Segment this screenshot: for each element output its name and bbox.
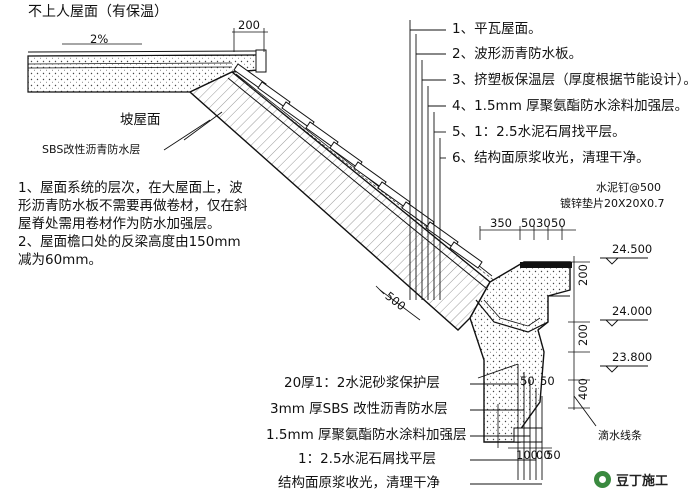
layer-top-1: 1、平瓦屋面。 [452, 21, 542, 37]
watermark: 豆丁施工 [594, 470, 668, 489]
dim-slope-percent: 2% [90, 32, 109, 46]
dim-v400: 400 [576, 378, 590, 400]
leader-lines [163, 20, 597, 485]
dimension-lines [62, 28, 590, 449]
dim-b100: 100 [516, 448, 538, 462]
dim-v200b: 200 [576, 324, 590, 346]
dim-b00: 00 [536, 448, 551, 462]
layer-top-4: 4、1.5mm 厚聚氨酯防水涂料加强层。 [452, 98, 688, 114]
note-line-2: 形沥青防水板不需要再做卷材，仅在斜 [18, 198, 248, 214]
layer-top-3: 3、挤塑板保温层（厚度根据节能设计）。 [452, 72, 688, 88]
layer-bottom-3: 1.5mm 厚聚氨酯防水涂料加强层 [266, 427, 467, 443]
note-line-1: 1、屋面系统的层次，在大屋面上，波 [18, 180, 243, 196]
dim-b50: 50 [546, 448, 561, 462]
label-cement-nail: 水泥钉@500 [596, 181, 661, 194]
note-line-3: 屋脊处需用卷材作为防水加强层。 [18, 216, 221, 232]
dim-eave-200: 200 [238, 18, 260, 32]
drawing-title: 不上人屋面（有保温） [28, 4, 168, 20]
dim-50a: 50 [521, 216, 536, 230]
dim-v50b: 50 [520, 374, 535, 388]
note-line-5: 减为60mm。 [18, 252, 102, 268]
elevation-markers [600, 257, 648, 373]
label-drip-line: 滴水线条 [598, 429, 642, 442]
layer-bottom-5: 结构面原浆收光，清理干净 [278, 475, 440, 491]
dim-50b: 50 [551, 216, 566, 230]
elevation-24500: 24.500 [612, 242, 653, 256]
dim-v200a: 200 [576, 264, 590, 286]
label-washer: 镀锌垫片20X20X0.7 [560, 197, 665, 210]
label-sbs-roll: SBS改性沥青防水层 [42, 143, 141, 156]
layer-top-6: 6、结构面原浆收光，清理干净。 [452, 150, 650, 166]
label-slope-roof: 坡屋面 [120, 112, 161, 128]
watermark-logo-icon [594, 471, 611, 488]
elevation-24000: 24.000 [612, 304, 653, 318]
layer-top-5: 5、1：2.5水泥石屑找平层。 [452, 124, 626, 140]
note-line-4: 2、屋面檐口处的反梁高度由150mm [18, 234, 241, 250]
layer-bottom-1: 20厚1：2水泥砂浆保护层 [284, 375, 440, 391]
dim-350: 350 [490, 216, 512, 230]
dim-v50a: 50 [540, 374, 555, 388]
eave-gutter [469, 261, 572, 443]
dim-30: 30 [536, 216, 551, 230]
watermark-text: 豆丁施工 [616, 474, 669, 489]
layer-top-2: 2、波形沥青防水板。 [452, 46, 583, 62]
layer-bottom-4: 1：2.5水泥石屑找平层 [298, 451, 437, 467]
elevation-23800: 23.800 [612, 350, 653, 364]
layer-bottom-2: 3mm 厚SBS 改性沥青防水层 [270, 401, 448, 417]
